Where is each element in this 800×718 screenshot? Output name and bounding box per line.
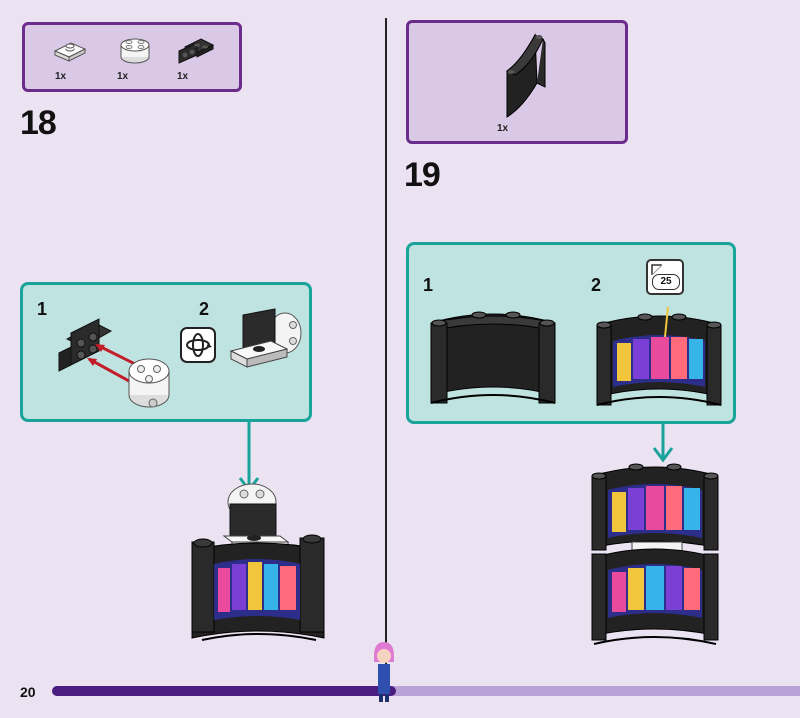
substep-number: 2 bbox=[199, 299, 210, 319]
progress-track bbox=[52, 686, 800, 696]
substep-number: 1 bbox=[37, 299, 48, 319]
curved-panel-wall-illustration bbox=[430, 311, 556, 404]
rotate-icon bbox=[180, 327, 216, 363]
part-qty: 1x bbox=[497, 123, 509, 134]
step18-substep-box: 1 2 bbox=[20, 282, 312, 422]
step-number: 19 bbox=[404, 156, 441, 194]
tilted-assembly-illustration bbox=[229, 308, 302, 368]
white-jumper-plate-icon bbox=[53, 42, 87, 62]
part-qty: 1x bbox=[177, 71, 189, 82]
progress-fill bbox=[52, 686, 397, 696]
step19-parts-box: 1x bbox=[406, 20, 628, 144]
part-qty: 1x bbox=[117, 71, 129, 82]
white-round-brick-icon bbox=[120, 38, 150, 64]
black-curved-panel-icon bbox=[506, 33, 546, 118]
step19-result-illustration bbox=[591, 463, 719, 645]
sticker-corner-icon bbox=[651, 264, 663, 276]
substep-number: 1 bbox=[423, 275, 434, 295]
step18-parts-box: 1x 1x 1x bbox=[22, 22, 242, 92]
minidoll-figure-icon bbox=[374, 642, 394, 702]
bracket-and-round-brick-illustration bbox=[58, 318, 170, 408]
column-divider bbox=[385, 18, 387, 678]
substep-number: 2 bbox=[591, 275, 602, 295]
sticker-number-tag: 25 bbox=[646, 259, 684, 295]
black-bracket-plate-icon bbox=[178, 38, 215, 64]
step19-substep-box: 1 2 bbox=[406, 242, 736, 424]
page-number: 20 bbox=[20, 684, 36, 700]
part-qty: 1x bbox=[55, 71, 67, 82]
step18-result-illustration bbox=[191, 483, 325, 641]
stickered-panel-illustration bbox=[596, 307, 722, 406]
step-number: 18 bbox=[20, 104, 57, 142]
down-arrow-icon bbox=[652, 424, 674, 463]
sticker-number: 25 bbox=[652, 274, 680, 290]
